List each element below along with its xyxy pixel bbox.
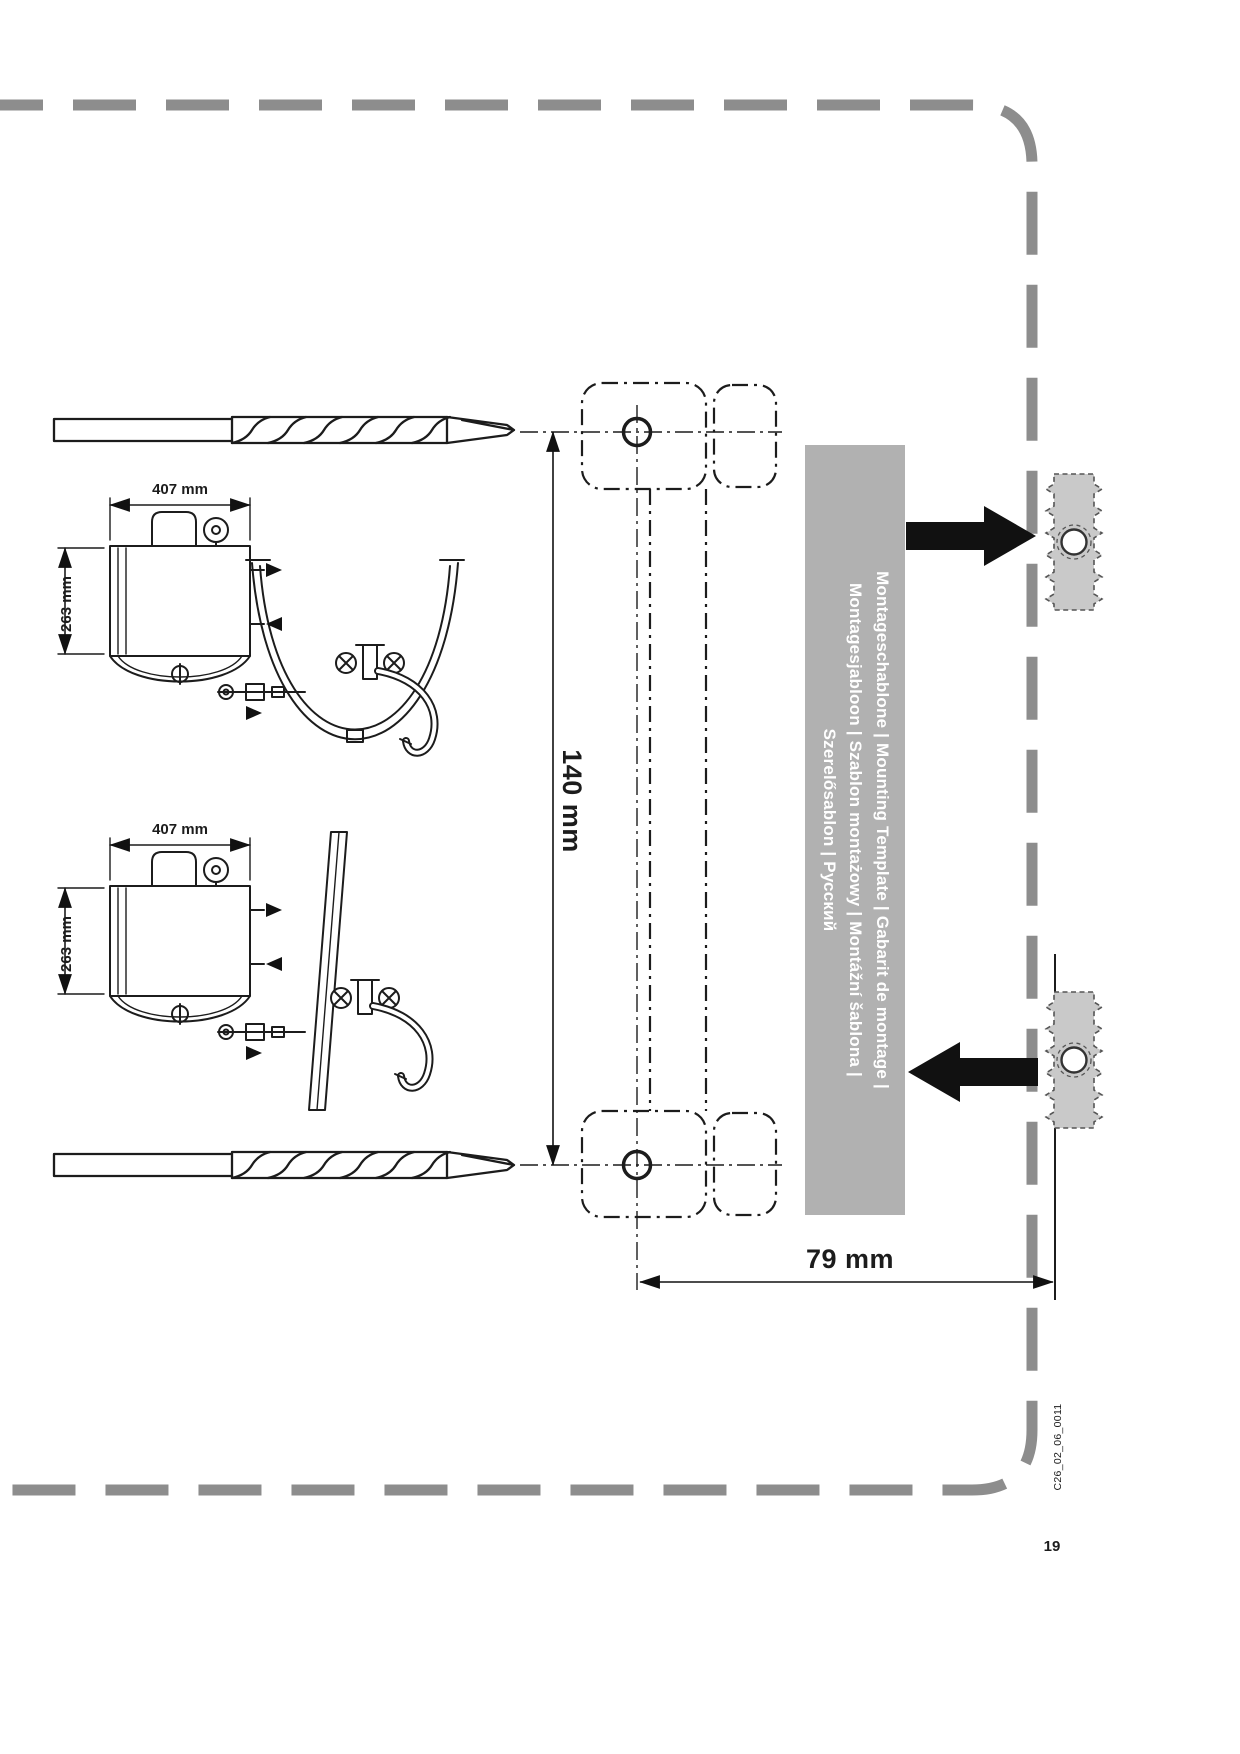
dimension-label-407mm-top: 407 mm (152, 481, 208, 498)
dimension-label-263mm-top: 263 mm (58, 576, 75, 632)
appliance-diagram-bottom (57, 831, 465, 1111)
document-code: C26_02_06_0011 (1052, 1403, 1064, 1491)
language-line-1: Montageschablone | Mounting Template | G… (872, 571, 892, 1089)
wall-anchor-top (1044, 473, 1104, 611)
wall-plug-art (1044, 473, 1104, 611)
language-line-2: Montagesjabloon | Szablon montażowy | Mo… (846, 583, 866, 1077)
dimension-label-263mm-bottom: 263 mm (58, 916, 75, 972)
drill-bit-bottom-illustration (52, 1150, 516, 1180)
cut-line-path (0, 99, 1038, 1496)
language-bar-text: Montageschablone | Mounting Template | G… (805, 445, 905, 1215)
arrow-left-icon (908, 1042, 1038, 1102)
water-heater-art (109, 511, 306, 720)
template-block-bottom (580, 1109, 708, 1219)
page-number: 19 (1043, 1538, 1061, 1555)
dimension-line-140mm (546, 431, 560, 1166)
drill-bit-top-illustration (52, 415, 516, 445)
tap-art (335, 644, 439, 757)
template-tab-bottom (712, 1111, 778, 1217)
dimension-label-140mm: 140 mm (557, 749, 587, 853)
template-tab-top (712, 383, 778, 489)
appliance-diagram-top (57, 497, 465, 757)
wall-anchor-bottom (1044, 954, 1104, 1300)
dimension-line-79mm (639, 1275, 1054, 1289)
drill-hole-top (621, 416, 653, 448)
dimension-label-407mm-bottom: 407 mm (152, 821, 208, 838)
template-block-top (580, 381, 708, 491)
drill-hole-bottom (621, 1149, 653, 1181)
dimension-label-79mm: 79 mm (805, 1244, 895, 1274)
arrow-right-icon (906, 506, 1036, 566)
language-line-3: Szerelősablon | Русский (819, 728, 839, 932)
template-strip (648, 489, 708, 1111)
language-bar: Montageschablone | Mounting Template | G… (805, 445, 905, 1215)
mounting-template-outline (520, 381, 782, 1290)
